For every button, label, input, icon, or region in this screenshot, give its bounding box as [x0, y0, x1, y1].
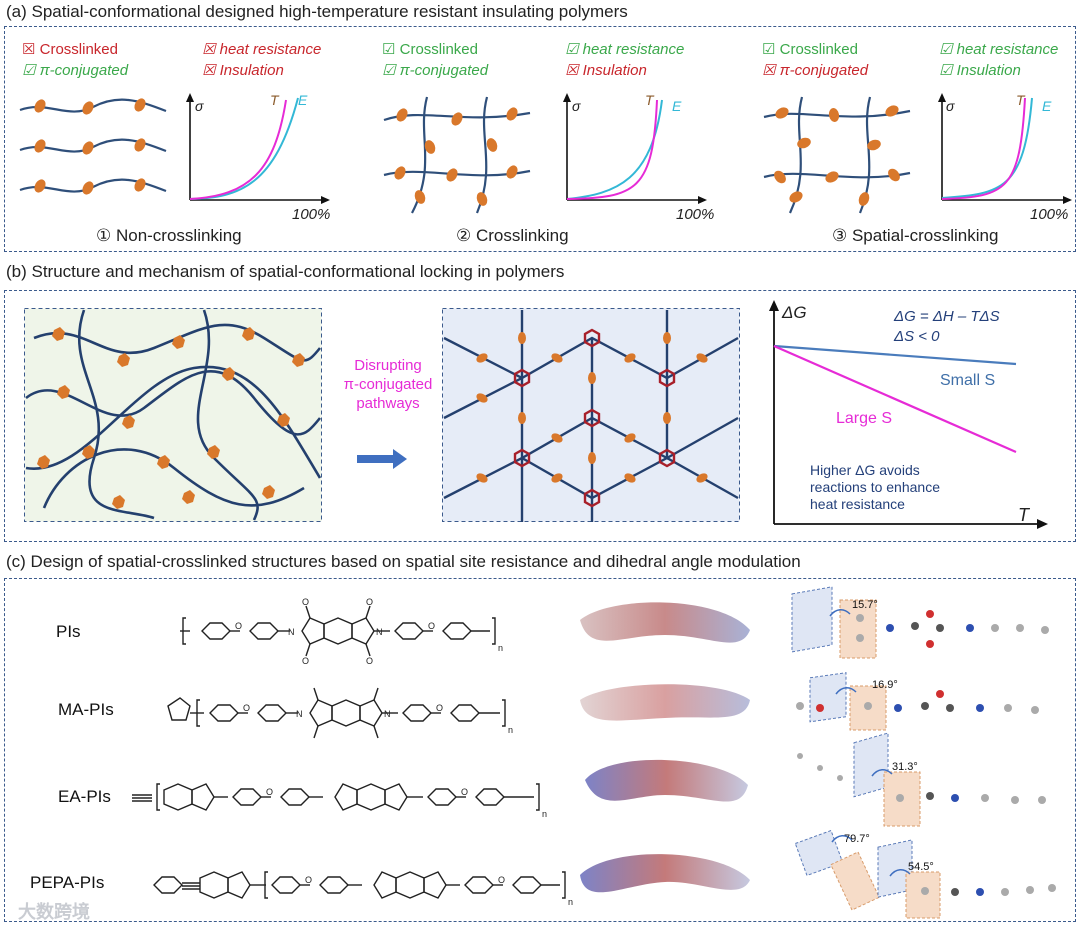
arrow-label-line2: π-conjugated [343, 376, 433, 393]
note-line2: reactions to enhance [810, 479, 940, 495]
panel2-x-label: 100% [676, 206, 715, 223]
panel3-caption: ③ Spatial-crosslinking [832, 226, 999, 245]
panel2-prop-insulation: ☒ Insulation [565, 62, 647, 79]
pepa-pis-n-subscript: n [568, 897, 573, 907]
panel1-check-conjugated: ☑ π-conjugated [22, 62, 129, 79]
panel3-stress-graph [938, 93, 1072, 204]
row-name-pis: PIs [56, 622, 81, 641]
row-name-pepa-pis: PEPA-PIs [30, 873, 105, 892]
t-axis-label: T [1018, 505, 1029, 525]
structure-ea-pis: O O n [132, 783, 547, 819]
svg-text:O: O [428, 621, 435, 631]
svg-text:O: O [266, 787, 273, 797]
panel2-sigma-label: σ [572, 98, 581, 114]
panel2-prop-heat: ☑ heat resistance [565, 41, 685, 58]
right-arrow-icon [357, 449, 407, 469]
arrow-label-line3: pathways [356, 395, 420, 412]
panel3-check-conjugated: ☒ π-conjugated [762, 62, 869, 79]
row2-angle: 16.9° [872, 679, 898, 691]
svg-text:O: O [235, 621, 242, 631]
section-b-box [4, 290, 1076, 542]
panel3-prop-insulation: ☑ Insulation [939, 62, 1021, 79]
svg-text:O: O [302, 656, 309, 666]
panel2-check-crosslinked: ☑ Crosslinked [382, 41, 478, 58]
row-name-ea-pis: EA-PIs [58, 787, 111, 806]
panel2-crosslinked-chains [383, 96, 531, 214]
panel1-stress-graph [186, 93, 330, 204]
svg-text:N: N [288, 627, 295, 637]
panel3-t-label: T [1016, 92, 1025, 108]
svg-text:O: O [302, 597, 309, 607]
ball-stick-models: 15.7° 16.9° 31.3° 79.7° 54.5° [791, 586, 1056, 919]
panel3-sigma-label: σ [946, 98, 955, 114]
small-s-label: Small S [940, 372, 996, 389]
section-a-box [4, 26, 1076, 252]
panel3-prop-heat: ☑ heat resistance [939, 41, 1059, 58]
panel1-prop-insulation: ☒ Insulation [202, 62, 284, 79]
esp-surfaces [580, 602, 750, 893]
svg-text:O: O [243, 703, 250, 713]
panel1-check-crosslinked: ☒ Crosslinked [22, 41, 118, 58]
panel3-spatial-chains [763, 96, 911, 214]
panel1-prop-heat: ☒ heat resistance [202, 41, 322, 58]
arrow-label: Disrupting π-conjugated pathways [338, 356, 438, 413]
note-line3: heat resistance [810, 496, 905, 512]
ordered-network [442, 308, 740, 522]
panel2-e-label: E [672, 98, 682, 114]
delta-g-graph [769, 300, 1048, 529]
panel1-linear-chains [19, 98, 167, 195]
panel1-caption: ① Non-crosslinking [96, 226, 242, 245]
delta-g-axis-label: ΔG [782, 303, 807, 322]
ea-pis-n-subscript: n [542, 809, 547, 819]
structure-pis: O O N N O O O O n [180, 597, 503, 666]
svg-text:O: O [498, 875, 505, 885]
section-c-box [4, 578, 1076, 922]
panel3-check-crosslinked: ☑ Crosslinked [762, 41, 858, 58]
svg-text:O: O [305, 875, 312, 885]
panel1-t-label: T [270, 92, 279, 108]
delta-g-note: Higher ΔG avoids reactions to enhance he… [810, 462, 940, 513]
pis-n-subscript: n [498, 643, 503, 653]
svg-text:O: O [461, 787, 468, 797]
row1-angle: 15.7° [852, 599, 878, 611]
watermark-text: 大数跨境 [18, 902, 90, 922]
svg-text:N: N [376, 627, 383, 637]
delta-s-condition: ΔS < 0 [894, 328, 940, 345]
svg-text:O: O [366, 597, 373, 607]
row3-angle: 31.3° [892, 761, 918, 773]
panel2-stress-graph [563, 93, 707, 204]
panel2-check-conjugated: ☑ π-conjugated [382, 62, 489, 79]
panel2-t-label: T [645, 92, 654, 108]
panel1-sigma-label: σ [195, 98, 204, 114]
section-a-title: (a) Spatial-conformational designed high… [6, 2, 628, 21]
svg-text:O: O [366, 656, 373, 666]
panel1-e-label: E [298, 92, 308, 108]
structure-ma-pis: O O N N n [167, 687, 513, 739]
row-name-ma-pis: MA-PIs [58, 700, 114, 719]
amorphous-network [24, 308, 322, 522]
svg-text:N: N [296, 709, 303, 719]
note-line1: Higher ΔG avoids [810, 462, 920, 478]
section-b-title: (b) Structure and mechanism of spatial-c… [6, 262, 565, 281]
panel3-x-label: 100% [1030, 206, 1069, 223]
arrow-label-line1: Disrupting [354, 357, 422, 374]
gibbs-equation: ΔG = ΔH – TΔS [894, 308, 1000, 325]
panel3-e-label: E [1042, 98, 1052, 114]
row4-angle-2: 54.5° [908, 861, 934, 873]
svg-text:O: O [436, 703, 443, 713]
section-c-title: (c) Design of spatial-crosslinked struct… [6, 552, 801, 571]
svg-text:N: N [384, 709, 391, 719]
ma-pis-n-subscript: n [508, 725, 513, 735]
row4-angle-1: 79.7° [844, 833, 870, 845]
large-s-label: Large S [836, 410, 893, 427]
panel1-x-label: 100% [292, 206, 331, 223]
panel2-caption: ② Crosslinking [456, 226, 569, 245]
structure-pepa-pis: O O n [153, 871, 573, 907]
